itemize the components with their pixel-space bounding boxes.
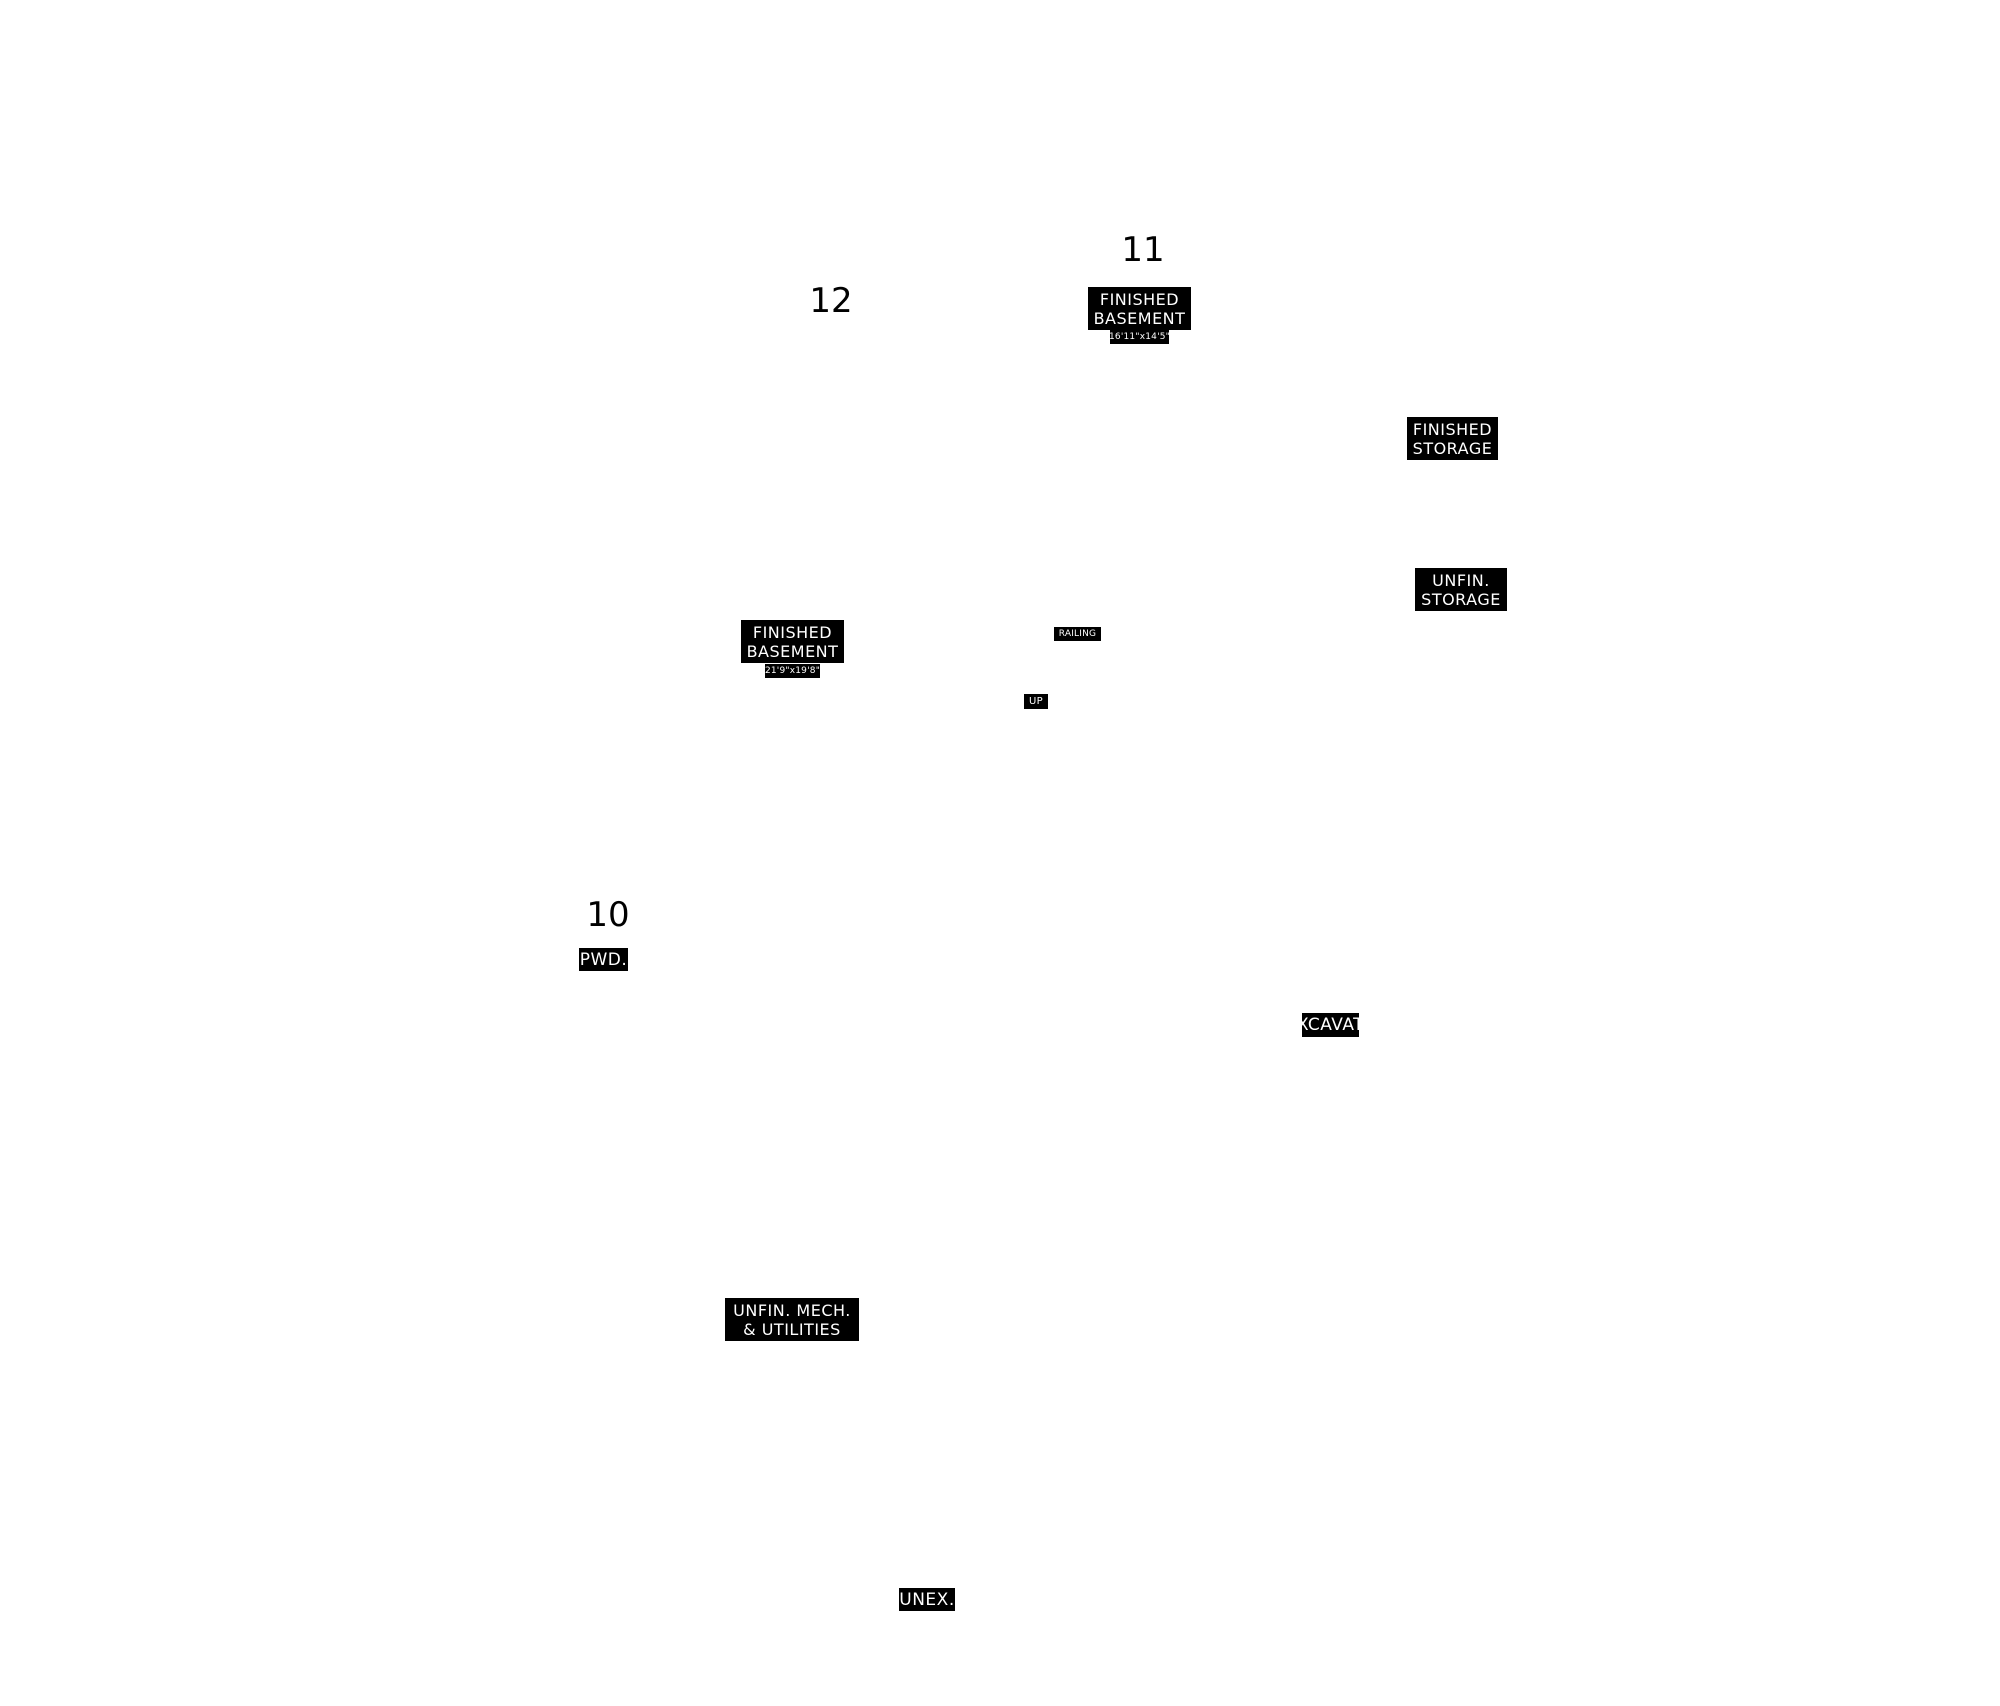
finished-basement-top-dimensions: 16'11"x14'5" [1110,330,1169,344]
finished-basement-top-line1: FINISHED [1099,289,1180,309]
room-number-11: 11 [1121,230,1165,270]
unexcavated-label: UNEX. [899,1588,955,1611]
unfin-storage-line2: STORAGE [1421,589,1501,609]
unfin-storage-line1: UNFIN. [1432,570,1490,590]
finished-basement-left-line2: BASEMENT [746,641,839,661]
powder-room-label: PWD. [579,948,628,971]
finished-storage-line1: FINISHED [1412,419,1493,439]
finished-storage-line2: STORAGE [1412,438,1493,458]
stairs-up-label: UP [1024,694,1048,709]
room-number-10: 10 [586,895,630,935]
room-number-12: 12 [809,281,853,321]
excavated-label: XCAVAT [1302,1013,1359,1037]
finished-basement-left-label: FINISHED BASEMENT [741,620,844,663]
railing-label: RAILING [1054,627,1101,641]
unfin-mech-utilities-label: UNFIN. MECH. & UTILITIES [725,1298,859,1341]
finished-basement-left-dimensions: 21'9"x19'8" [765,664,820,678]
finished-storage-label: FINISHED STORAGE [1407,417,1498,460]
finished-basement-top-line2: BASEMENT [1093,308,1186,328]
finished-basement-top-label: FINISHED BASEMENT [1088,287,1191,330]
unfin-mech-line2: & UTILITIES [743,1319,841,1339]
unfin-mech-line1: UNFIN. MECH. [733,1300,851,1320]
unfin-storage-label: UNFIN. STORAGE [1415,568,1507,611]
finished-basement-left-line1: FINISHED [752,622,833,642]
